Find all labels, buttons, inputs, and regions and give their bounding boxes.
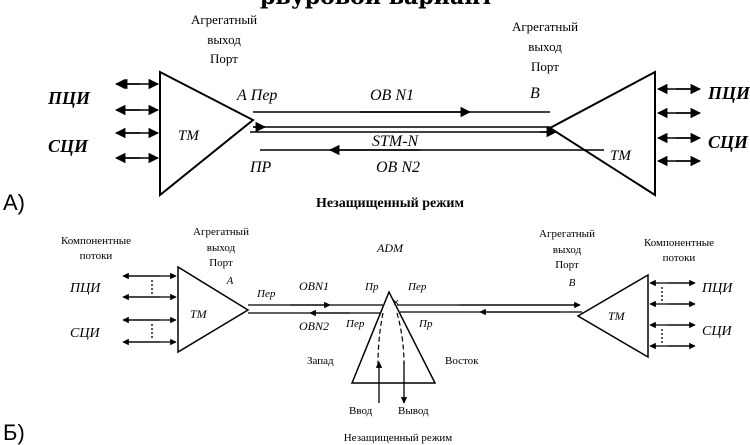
right-tm-b-triangle bbox=[576, 273, 649, 359]
panel-b: Компонентные потоки Компонентные потоки … bbox=[3, 226, 733, 445]
adm-cross: × bbox=[393, 297, 399, 309]
left-tributary-arrows bbox=[114, 78, 160, 164]
fiber-lines-b-left bbox=[248, 301, 383, 317]
right-b-pci-label: ПЦИ bbox=[701, 281, 733, 296]
pr-label: ПР bbox=[249, 159, 272, 176]
left-per-label: Пер bbox=[256, 288, 276, 300]
a-per-label: А Пер bbox=[236, 87, 277, 104]
right-sci-label: СЦИ bbox=[708, 132, 749, 152]
right-b-tributaries bbox=[649, 279, 696, 350]
right-port-b-line-3: Порт bbox=[555, 259, 579, 271]
left-tm-triangle bbox=[159, 70, 255, 198]
adm-drop-paths bbox=[377, 312, 405, 365]
left-port-line-3: Порт bbox=[210, 51, 238, 66]
right-port-line-3: Порт bbox=[531, 59, 559, 74]
panel-b-label: Б) bbox=[3, 420, 25, 445]
left-port-b-line-1: Агрегатный bbox=[193, 226, 249, 238]
right-tm-triangle bbox=[548, 70, 656, 197]
panel-a-label: А) bbox=[3, 190, 25, 215]
obn2-label: OBN2 bbox=[299, 319, 329, 333]
left-sci-label: СЦИ bbox=[48, 136, 89, 156]
left-port-label: Агрегатный выход Порт bbox=[191, 12, 257, 66]
left-port-b-line-4: А bbox=[226, 275, 234, 287]
output-label: Вывод bbox=[398, 405, 429, 417]
right-pci-label: ПЦИ bbox=[707, 83, 750, 103]
title-fragment: рвуровой вариант bbox=[260, 0, 494, 10]
fiber-lines-b-right bbox=[397, 301, 582, 316]
right-tm-b-label: ТМ bbox=[608, 309, 626, 323]
left-port-b-line-3: Порт bbox=[209, 257, 233, 269]
east-label: Восток bbox=[445, 355, 479, 367]
left-b-sci-label: СЦИ bbox=[70, 326, 100, 341]
input-label: Ввод bbox=[349, 405, 373, 417]
left-streams-line-2: потоки bbox=[80, 250, 113, 262]
fiber-lines-a bbox=[250, 106, 604, 156]
left-tm-b-triangle bbox=[177, 265, 250, 354]
left-streams-line-1: Компонентные bbox=[61, 235, 131, 247]
right-port-b-line-1: Агрегатный bbox=[539, 228, 595, 240]
ob-n1-label: ОВ N1 bbox=[370, 87, 414, 104]
right-streams-label: Компонентные потоки bbox=[644, 237, 714, 264]
right-port-b-line-2: выход bbox=[553, 244, 582, 256]
right-port-b-label: Агрегатный выход Порт В bbox=[539, 228, 595, 289]
adm-pr-right-label: Пр bbox=[418, 318, 433, 330]
left-tm-b-label: ТМ bbox=[190, 307, 208, 321]
left-port-b-label: Агрегатный выход Порт А bbox=[193, 226, 249, 287]
ob-n2-label: ОВ N2 bbox=[376, 159, 420, 176]
west-label: Запад bbox=[307, 355, 334, 367]
left-b-tributaries bbox=[122, 272, 177, 346]
right-streams-line-1: Компонентные bbox=[644, 237, 714, 249]
b-label: В bbox=[530, 85, 540, 102]
right-port-b-line-4: В bbox=[569, 277, 576, 289]
left-port-b-line-2: выход bbox=[207, 242, 236, 254]
adm-per-top-label: Пер bbox=[407, 281, 427, 293]
right-port-line-2: выход bbox=[528, 39, 562, 54]
left-tm-label: ТМ bbox=[178, 128, 200, 144]
right-b-sci-label: СЦИ bbox=[702, 324, 732, 339]
right-port-line-1: Агрегатный bbox=[512, 19, 578, 34]
left-streams-label: Компонентные потоки bbox=[61, 235, 131, 262]
adm-per-left-label: Пер bbox=[345, 318, 365, 330]
right-tributary-arrows bbox=[656, 83, 702, 167]
panel-a: рвуровой вариант Агрегатный выход Порт А… bbox=[3, 0, 750, 215]
left-b-pci-label: ПЦИ bbox=[69, 281, 101, 296]
panel-a-caption: Незащищенный режим bbox=[316, 196, 464, 211]
right-streams-line-2: потоки bbox=[663, 252, 696, 264]
left-port-line-2: выход bbox=[207, 32, 241, 47]
right-tm-label: ТМ bbox=[610, 148, 632, 164]
panel-b-caption: Незащищенный режим bbox=[344, 432, 453, 444]
adm-triangle bbox=[350, 290, 437, 384]
left-port-line-1: Агрегатный bbox=[191, 12, 257, 27]
stm-n-label: STM-N bbox=[372, 133, 420, 150]
left-pci-label: ПЦИ bbox=[47, 88, 91, 108]
right-port-label: Агрегатный выход Порт bbox=[512, 19, 578, 74]
adm-label: ADM bbox=[376, 241, 404, 255]
adm-pr-top-label: Пр bbox=[364, 281, 379, 293]
obn1-label: OBN1 bbox=[299, 279, 329, 293]
